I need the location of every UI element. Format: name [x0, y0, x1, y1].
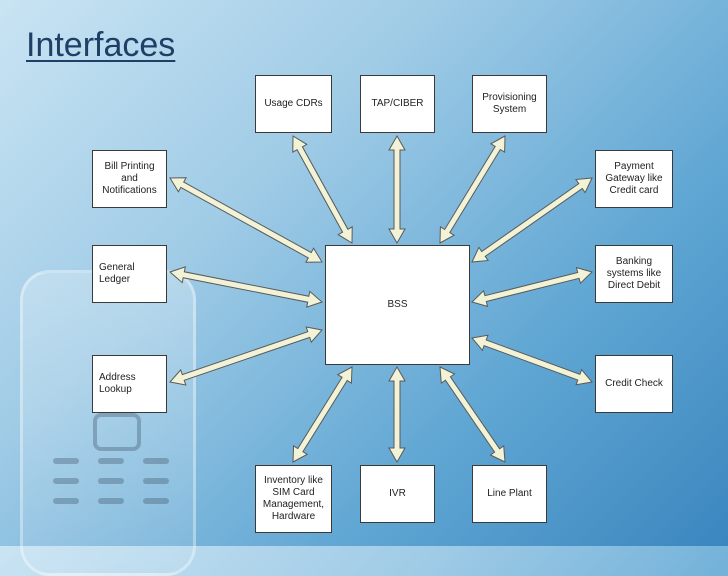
arrow-bss-payment-gateway: [471, 177, 593, 263]
phone-key: [143, 478, 169, 484]
node-usage-cdrs: Usage CDRs: [255, 75, 332, 133]
node-line-plant: Line Plant: [472, 465, 547, 523]
node-general-ledger: General Ledger: [92, 245, 167, 303]
phone-key: [143, 498, 169, 504]
arrow-bss-inventory: [292, 366, 353, 463]
arrow-bss-address-lookup: [169, 326, 323, 386]
phone-key: [143, 458, 169, 464]
phone-key: [98, 498, 124, 504]
phone-key: [53, 478, 79, 484]
background-phone-graphic: [20, 270, 196, 576]
arrow-bss-general-ledger: [169, 266, 323, 308]
node-tap-ciber: TAP/CIBER: [360, 75, 435, 133]
arrow-bss-tap-ciber: [388, 134, 406, 245]
arrow-bss-provisioning: [439, 135, 506, 244]
page-title: Interfaces: [26, 26, 176, 64]
phone-key: [53, 498, 79, 504]
arrow-bss-ivr: [388, 365, 406, 464]
node-bss: BSS: [325, 245, 470, 365]
arrow-bss-usage-cdrs: [292, 135, 353, 244]
phone-key: [98, 478, 124, 484]
arrow-bss-line-plant: [439, 366, 506, 463]
arrow-bss-credit-check: [471, 334, 593, 386]
arrow-bss-bill-printing: [169, 177, 323, 263]
node-banking-systems: Banking systems like Direct Debit: [595, 245, 673, 303]
node-bill-printing: Bill Printing and Notifications: [92, 150, 167, 208]
arrow-bss-banking-systems: [471, 266, 593, 308]
node-payment-gateway: Payment Gateway like Credit card: [595, 150, 673, 208]
node-address-lookup: Address Lookup: [92, 355, 167, 413]
node-ivr: IVR: [360, 465, 435, 523]
connector-arrows: [169, 134, 593, 464]
phone-key: [98, 458, 124, 464]
node-provisioning-system: Provisioning System: [472, 75, 547, 133]
node-credit-check: Credit Check: [595, 355, 673, 413]
node-inventory: Inventory like SIM Card Management, Hard…: [255, 465, 332, 533]
phone-key: [53, 458, 79, 464]
phone-nav-pad: [93, 413, 141, 451]
